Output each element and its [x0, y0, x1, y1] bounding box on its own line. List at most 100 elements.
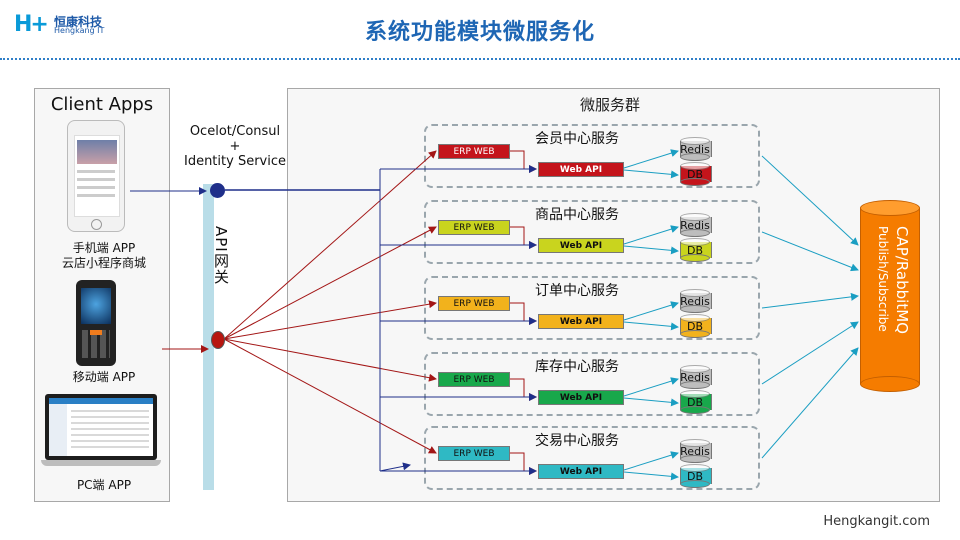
db-cylinder: DB	[680, 162, 712, 186]
service-name: 订单中心服务	[535, 283, 619, 299]
service-to-bus-arrow	[761, 231, 859, 272]
redis-cylinder-top	[680, 137, 710, 145]
api-gateway-bar	[203, 184, 214, 490]
gateway-to-web-arrow	[223, 226, 437, 340]
logo-brand-en: Hengkang IT	[54, 26, 105, 35]
phone-list-line	[77, 170, 115, 173]
message-bus-name: CAP/RabbitMQ	[893, 226, 911, 334]
redis-cylinder: Redis	[680, 137, 712, 161]
db-cylinder-bottom	[680, 330, 710, 338]
db-cylinder-top	[680, 238, 710, 246]
web-to-api-arrow	[510, 452, 537, 475]
message-bus-cylinder	[860, 200, 920, 392]
api-to-redis-arrow	[623, 149, 679, 169]
redis-cylinder-top	[680, 365, 710, 373]
api-to-db-arrow	[623, 397, 679, 407]
gateway-entry-node	[211, 331, 225, 349]
redis-cylinder-label: Redis	[680, 219, 710, 232]
service-frame	[424, 276, 760, 340]
microservices-panel	[287, 88, 940, 502]
consul-tail-arrow	[379, 462, 411, 472]
phone-screen	[74, 135, 120, 217]
laptop-content	[71, 410, 149, 450]
laptop-sidebar	[49, 404, 67, 456]
db-cylinder-label: DB	[686, 168, 704, 181]
db-cylinder: DB	[680, 390, 712, 414]
api-to-db-arrow	[623, 471, 679, 481]
phone-app-label: 手机端 APP 云店小程序商城	[36, 241, 172, 271]
redis-cylinder-label: Redis	[680, 371, 710, 384]
api-gateway-label: API网关	[212, 226, 230, 285]
redis-cylinder-bottom	[680, 305, 710, 313]
bus-body	[860, 208, 920, 384]
message-bus-mode: Publish/Subscribe	[876, 226, 890, 332]
api-to-redis-arrow	[623, 377, 679, 397]
laptop-image	[41, 394, 161, 468]
erp-web-node: ERP WEB	[438, 296, 510, 311]
page-title: 系统功能模块微服务化	[364, 20, 595, 45]
redis-cylinder: Redis	[680, 289, 712, 313]
logo-mark: H+	[14, 12, 49, 37]
service-name: 交易中心服务	[535, 433, 619, 449]
gateway-label: Ocelot/Consul + Identity Service	[170, 124, 300, 169]
phone-app-label-line1: 手机端 APP	[72, 241, 136, 255]
service-name: 会员中心服务	[535, 131, 619, 147]
redis-cylinder: Redis	[680, 213, 712, 237]
gateway-to-web-arrow	[223, 300, 437, 340]
api-to-db-arrow	[623, 321, 679, 331]
db-cylinder-label: DB	[686, 470, 704, 483]
company-logo: H+ 恒康科技 Hengkang IT	[14, 12, 144, 38]
redis-cylinder-top	[680, 289, 710, 297]
redis-cylinder: Redis	[680, 439, 712, 463]
phone-home-button	[91, 219, 102, 230]
header-divider	[0, 58, 960, 60]
db-cylinder: DB	[680, 314, 712, 338]
db-cylinder-top	[680, 314, 710, 322]
laptop-topbar	[49, 398, 153, 404]
service-frame	[424, 426, 760, 490]
terminal-screen	[81, 288, 111, 324]
db-cylinder-bottom	[680, 178, 710, 186]
microservices-heading: 微服务群	[579, 96, 640, 114]
client-apps-heading: Client Apps	[50, 94, 154, 115]
service-frame	[424, 200, 760, 264]
service-to-bus-arrow	[761, 321, 859, 385]
phone-list-line	[77, 186, 115, 189]
db-cylinder-bottom	[680, 254, 710, 262]
phone-banner	[77, 140, 117, 164]
gateway-label-line1: Ocelot/Consul	[189, 124, 281, 139]
db-cylinder-bottom	[680, 406, 710, 414]
phone-list-line	[77, 178, 115, 181]
erp-web-node: ERP WEB	[438, 144, 510, 159]
mobile-app-label: 移动端 APP	[72, 370, 136, 384]
service-name: 库存中心服务	[535, 359, 619, 375]
terminal-orange-key	[90, 330, 102, 335]
gateway-to-web-arrow	[223, 150, 437, 340]
db-cylinder-top	[680, 162, 710, 170]
erp-web-node: ERP WEB	[438, 220, 510, 235]
db-cylinder: DB	[680, 238, 712, 262]
redis-cylinder: Redis	[680, 365, 712, 389]
service-to-bus-arrow	[761, 155, 859, 246]
gateway-label-line2: +	[229, 139, 241, 154]
api-to-redis-arrow	[623, 451, 679, 471]
smartphone-image	[67, 120, 125, 232]
service-frame	[424, 124, 760, 188]
redis-cylinder-label: Redis	[680, 445, 710, 458]
service-frame	[424, 352, 760, 416]
gateway-to-web-arrow	[223, 338, 437, 454]
web-api-node: Web API	[538, 238, 624, 253]
db-cylinder-top	[680, 464, 710, 472]
erp-web-node: ERP WEB	[438, 372, 510, 387]
logo-brand-cn: 恒康科技	[54, 15, 103, 29]
web-api-node: Web API	[538, 162, 624, 177]
web-to-api-arrow	[510, 302, 537, 325]
service-to-bus-arrow	[761, 292, 859, 309]
gateway-to-web-arrow	[223, 338, 437, 382]
redis-cylinder-label: Redis	[680, 295, 710, 308]
redis-cylinder-bottom	[680, 229, 710, 237]
redis-cylinder-bottom	[680, 153, 710, 161]
api-to-redis-arrow	[623, 301, 679, 321]
db-cylinder-bottom	[680, 480, 710, 488]
